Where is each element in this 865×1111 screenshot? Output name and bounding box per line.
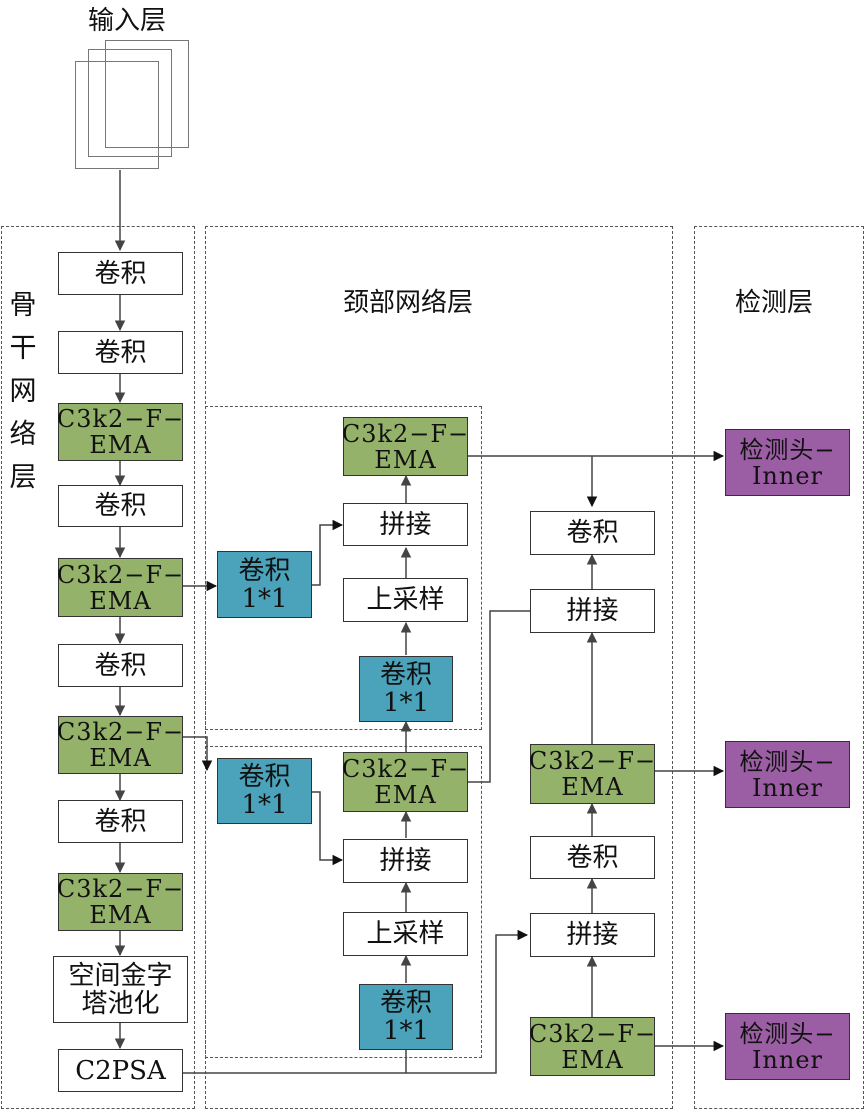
neck-c3k2-f-ema-right-mid[interactable]: C3k2−F− EMA xyxy=(529,744,655,804)
backbone-conv-3[interactable]: 卷积 xyxy=(58,485,183,527)
backbone-title-char: 骨 xyxy=(9,290,37,321)
backbone-c3k2-f-ema-3[interactable]: C3k2−F− EMA xyxy=(56,716,185,774)
neck-c3k2-f-ema-mid[interactable]: C3k2−F− EMA xyxy=(342,752,468,812)
backbone-c3k2-f-ema-4[interactable]: C3k2−F− EMA xyxy=(56,873,185,931)
neck-upper-subregion xyxy=(205,406,482,730)
backbone-title-char: 网 xyxy=(9,376,37,407)
neck-conv1x1-4[interactable]: 卷积 1*1 xyxy=(359,984,453,1050)
neck-concat-right-top[interactable]: 拼接 xyxy=(530,589,655,633)
backbone-conv-2[interactable]: 卷积 xyxy=(58,331,183,374)
backbone-title-char: 层 xyxy=(9,462,37,493)
neck-concat-2[interactable]: 拼接 xyxy=(343,839,468,883)
neck-concat-1[interactable]: 拼接 xyxy=(343,503,468,546)
detection-head-inner-3[interactable]: 检测头− Inner xyxy=(725,1013,850,1080)
neck-title: 颈部网络层 xyxy=(343,288,474,318)
backbone-conv-4[interactable]: 卷积 xyxy=(58,644,183,687)
input-frame xyxy=(88,49,172,157)
input-layer-title: 输入层 xyxy=(88,6,167,36)
neck-c3k2-f-ema-right-bottom[interactable]: C3k2−F− EMA xyxy=(529,1017,655,1076)
detection-region xyxy=(694,226,864,1109)
backbone-title-char: 干 xyxy=(9,333,37,364)
backbone-sppf[interactable]: 空间金字 塔池化 xyxy=(53,956,188,1023)
neck-upsample-1[interactable]: 上采样 xyxy=(343,578,468,622)
input-frame xyxy=(75,61,159,169)
backbone-title: 骨 干 网 络 层 xyxy=(8,284,38,499)
neck-conv-right-top[interactable]: 卷积 xyxy=(530,511,655,555)
detection-head-inner-2[interactable]: 检测头− Inner xyxy=(725,741,850,808)
detection-head-inner-1[interactable]: 检测头− Inner xyxy=(725,429,850,496)
backbone-conv-1[interactable]: 卷积 xyxy=(58,252,183,295)
detection-title: 检测层 xyxy=(735,288,814,318)
neck-conv-right-bottom[interactable]: 卷积 xyxy=(530,836,655,879)
neck-upsample-2[interactable]: 上采样 xyxy=(343,912,468,956)
backbone-c3k2-f-ema-2[interactable]: C3k2−F− EMA xyxy=(57,558,183,617)
backbone-title-char: 络 xyxy=(9,419,37,450)
neck-concat-right-bottom[interactable]: 拼接 xyxy=(530,913,655,957)
backbone-conv-5[interactable]: 卷积 xyxy=(58,800,183,843)
input-frame xyxy=(105,40,189,148)
backbone-c2psa[interactable]: C2PSA xyxy=(58,1049,183,1092)
neck-conv1x1-1[interactable]: 卷积 1*1 xyxy=(217,551,312,618)
neck-conv1x1-3[interactable]: 卷积 1*1 xyxy=(217,758,312,824)
backbone-region xyxy=(1,226,195,1109)
neck-conv1x1-2[interactable]: 卷积 1*1 xyxy=(359,656,453,722)
backbone-c3k2-f-ema-1[interactable]: C3k2−F− EMA xyxy=(56,403,185,461)
neck-c3k2-f-ema-top[interactable]: C3k2−F− EMA xyxy=(342,417,468,476)
